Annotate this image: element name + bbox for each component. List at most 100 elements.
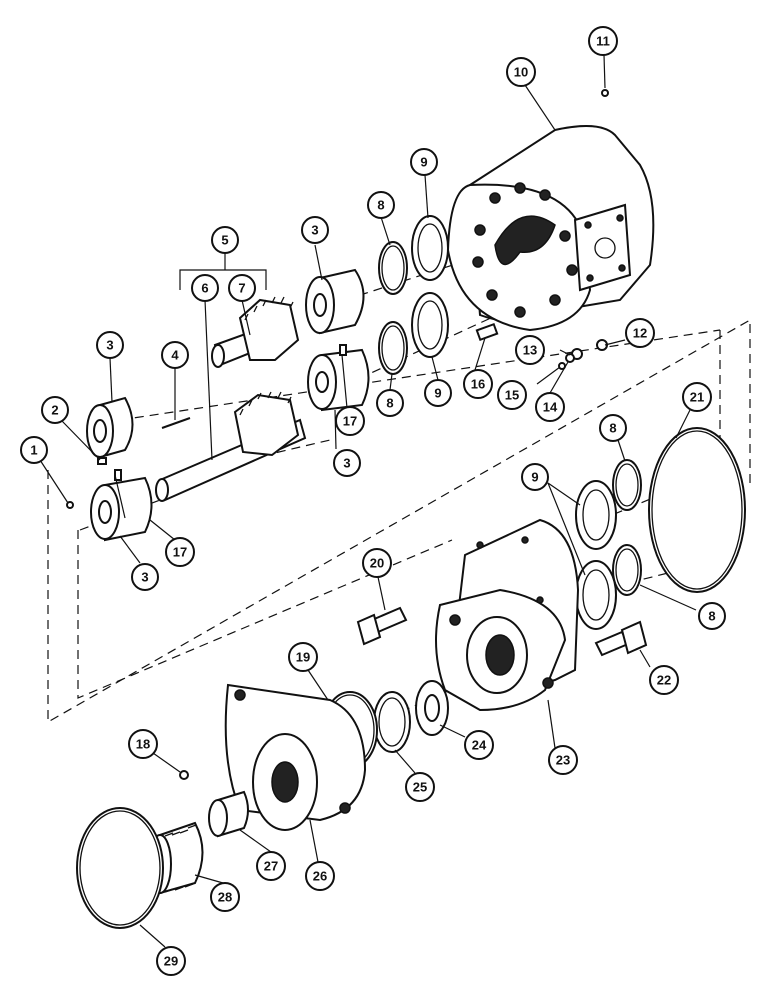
plug-18 xyxy=(179,770,189,780)
callout-22: 22 xyxy=(649,665,679,695)
svg-text:7: 7 xyxy=(238,281,245,296)
callout-17: 17 xyxy=(335,406,365,436)
callout-28: 28 xyxy=(210,882,240,912)
callout-5: 5 xyxy=(211,226,239,254)
svg-text:19: 19 xyxy=(296,650,310,665)
svg-text:24: 24 xyxy=(472,738,487,753)
callout-27: 27 xyxy=(256,851,286,881)
bearing-upper-right xyxy=(305,268,365,335)
svg-text:17: 17 xyxy=(343,414,357,429)
svg-text:22: 22 xyxy=(657,673,671,688)
callout-25: 25 xyxy=(405,772,435,802)
svg-text:12: 12 xyxy=(633,326,647,341)
svg-text:5: 5 xyxy=(221,233,228,248)
svg-text:2: 2 xyxy=(51,403,58,418)
bearing-upper-left xyxy=(86,396,134,459)
svg-text:13: 13 xyxy=(523,343,537,358)
mounting-flange-26 xyxy=(224,683,367,831)
bolt-22 xyxy=(594,620,648,657)
callout-26: 26 xyxy=(305,861,335,891)
svg-text:8: 8 xyxy=(377,198,384,213)
callout-6: 6 xyxy=(191,274,219,302)
o-ring-29 xyxy=(76,807,164,929)
callout-20: 20 xyxy=(362,548,392,578)
svg-text:29: 29 xyxy=(164,954,178,969)
drive-gear-shaft xyxy=(155,391,307,502)
svg-text:16: 16 xyxy=(471,377,485,392)
svg-text:9: 9 xyxy=(420,155,427,170)
svg-text:4: 4 xyxy=(171,348,179,363)
svg-text:8: 8 xyxy=(708,609,715,624)
large-o-ring-21 xyxy=(648,427,746,593)
callout-1: 1 xyxy=(20,436,48,464)
callout-19: 19 xyxy=(288,642,318,672)
seal-rings-upper xyxy=(378,215,449,375)
callout-29: 29 xyxy=(156,946,186,976)
callout-13: 13 xyxy=(515,335,545,365)
callout-14: 14 xyxy=(535,392,565,422)
seal-rings-lower xyxy=(575,459,642,630)
svg-text:6: 6 xyxy=(201,281,208,296)
svg-text:28: 28 xyxy=(218,890,232,905)
callout-16: 16 xyxy=(463,369,493,399)
rear-cover-23 xyxy=(435,518,580,712)
svg-text:8: 8 xyxy=(609,421,616,436)
svg-text:10: 10 xyxy=(514,65,528,80)
callout-8: 8 xyxy=(698,602,726,630)
bearing-middle-right xyxy=(307,348,370,412)
callout-3: 3 xyxy=(333,449,361,477)
callout-9: 9 xyxy=(521,463,549,491)
bolt-20 xyxy=(356,606,408,646)
svg-text:9: 9 xyxy=(434,386,441,401)
callout-18: 18 xyxy=(128,729,158,759)
svg-text:8: 8 xyxy=(386,396,393,411)
callout-23: 23 xyxy=(548,745,578,775)
svg-text:20: 20 xyxy=(370,556,384,571)
callout-8: 8 xyxy=(367,191,395,219)
svg-text:23: 23 xyxy=(556,753,570,768)
svg-text:14: 14 xyxy=(543,400,558,415)
seal-ring-25 xyxy=(373,691,411,753)
svg-text:18: 18 xyxy=(136,737,150,752)
svg-text:27: 27 xyxy=(264,859,278,874)
callout-9: 9 xyxy=(424,379,452,407)
callout-4: 4 xyxy=(161,341,189,369)
svg-text:25: 25 xyxy=(413,780,427,795)
leader-lines xyxy=(39,54,697,948)
callout-24: 24 xyxy=(464,730,494,760)
callout-8: 8 xyxy=(599,414,627,442)
callout-17: 17 xyxy=(165,537,195,567)
small-fittings xyxy=(66,89,609,509)
callout-3: 3 xyxy=(131,563,159,591)
callout-10: 10 xyxy=(506,57,536,87)
svg-text:1: 1 xyxy=(30,443,37,458)
svg-text:21: 21 xyxy=(690,390,704,405)
svg-text:3: 3 xyxy=(106,338,113,353)
callout-12: 12 xyxy=(625,318,655,348)
callout-15: 15 xyxy=(497,380,527,410)
callout-11: 11 xyxy=(588,26,618,56)
callout-7: 7 xyxy=(228,274,256,302)
svg-text:9: 9 xyxy=(531,470,538,485)
svg-text:3: 3 xyxy=(311,223,318,238)
thrust-washer-24 xyxy=(415,680,449,736)
driven-gear-shaft xyxy=(211,296,300,368)
bearing-lower-left xyxy=(90,476,153,542)
callout-2: 2 xyxy=(41,396,69,424)
pump-housing xyxy=(446,125,655,332)
callout-21: 21 xyxy=(682,382,712,412)
bushing-27 xyxy=(208,790,249,838)
svg-text:3: 3 xyxy=(141,570,148,585)
callout-3: 3 xyxy=(301,216,329,244)
key-pin xyxy=(161,417,191,429)
svg-text:26: 26 xyxy=(313,869,327,884)
callout-3: 3 xyxy=(96,331,124,359)
callout-9: 9 xyxy=(410,148,438,176)
svg-text:17: 17 xyxy=(173,545,187,560)
callout-8: 8 xyxy=(376,389,404,417)
svg-text:11: 11 xyxy=(596,34,610,49)
svg-text:3: 3 xyxy=(343,456,350,471)
svg-text:15: 15 xyxy=(505,388,519,403)
